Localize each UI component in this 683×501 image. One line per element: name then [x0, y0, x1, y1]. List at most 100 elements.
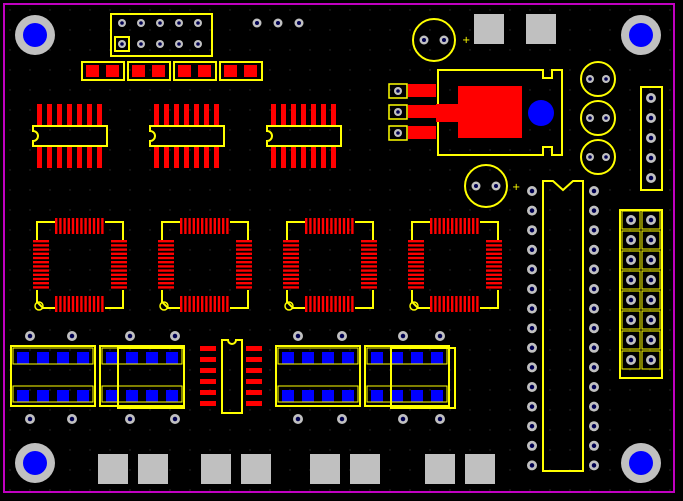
qfp-lead	[236, 273, 252, 276]
via-drill	[628, 217, 634, 223]
qfp-lead	[63, 218, 66, 234]
qfp-lead	[283, 252, 299, 255]
via-drill	[158, 42, 162, 46]
soic-lead	[246, 346, 262, 351]
soic-lead	[246, 357, 262, 362]
mounting-hole-drill	[629, 451, 653, 475]
via-drill	[529, 384, 535, 390]
qfp-lead	[434, 296, 437, 312]
square-pad	[465, 454, 495, 484]
bottom-smd-pad	[431, 352, 443, 364]
soic-lead	[164, 104, 169, 126]
qfp-lead	[205, 296, 208, 312]
header-pin-box	[641, 330, 661, 350]
qfp-corner	[161, 221, 180, 240]
soic-lead	[200, 401, 216, 406]
qfp-lead	[55, 218, 58, 234]
via-drill	[295, 416, 301, 422]
qfp-lead	[486, 269, 502, 272]
qfp-lead	[158, 265, 174, 268]
soic-lead	[57, 146, 62, 168]
smd-pad	[86, 65, 99, 77]
qfp-lead	[180, 296, 183, 312]
soic-lead	[331, 104, 336, 126]
qfp-lead	[486, 248, 502, 251]
qfp-lead	[97, 218, 100, 234]
qfp-lead	[201, 296, 204, 312]
bottom-smd-pad	[322, 390, 334, 402]
via-drill	[591, 384, 597, 390]
qfp-lead	[442, 296, 445, 312]
smd-resistor-outline	[219, 61, 263, 81]
qfp-pin1-mark	[34, 301, 44, 311]
soic-lead	[194, 104, 199, 126]
header-pin-box	[641, 250, 661, 270]
qfp-lead	[486, 273, 502, 276]
qfp-lead	[184, 218, 187, 234]
qfp-lead	[446, 218, 450, 234]
via-drill	[529, 247, 535, 253]
square-pad	[425, 454, 455, 484]
qfp-lead	[188, 218, 191, 234]
qfp-lead	[438, 218, 441, 234]
qfp-lead	[192, 296, 195, 312]
via-drill	[591, 188, 597, 194]
soic-lead	[321, 146, 326, 168]
qfp-lead	[111, 269, 127, 272]
header-pin-box	[641, 270, 661, 290]
via-drill	[604, 77, 608, 81]
soic-small-outline	[221, 339, 243, 414]
soic-lead	[321, 104, 326, 126]
qfp-lead	[330, 218, 333, 234]
smd-pad-row	[12, 347, 94, 365]
qfp-lead	[408, 282, 424, 285]
square-pad	[310, 454, 340, 484]
qfp-lead	[361, 286, 377, 289]
via-drill	[400, 333, 406, 339]
qfp-lead	[317, 218, 320, 234]
qfp-lead	[408, 244, 424, 247]
bottom-smd-pad	[77, 390, 89, 402]
qfp-lead	[334, 218, 337, 234]
soic-lead	[214, 104, 219, 126]
qfp-lead	[486, 252, 502, 255]
qfp-lead	[459, 218, 462, 234]
qfp-lead	[33, 261, 49, 264]
qfp-lead	[236, 261, 252, 264]
cap-polarity-mark: +	[462, 35, 470, 46]
qfp-lead	[67, 218, 70, 234]
smd-pad	[224, 65, 237, 77]
regulator-pin-outline	[388, 83, 408, 99]
qfp-lead	[196, 296, 200, 312]
qfp-lead	[59, 218, 62, 234]
soic-lead	[67, 104, 72, 126]
bottom-smd-pad	[166, 352, 178, 364]
soic-lead	[311, 146, 316, 168]
via-drill	[529, 365, 535, 370]
qfp-lead	[236, 240, 252, 243]
qfp-lead	[111, 282, 127, 285]
via-drill	[588, 77, 592, 81]
regulator-trace	[436, 104, 460, 122]
qfp-lead	[361, 261, 377, 264]
soic-lead	[97, 104, 102, 126]
qfp-lead	[184, 296, 187, 312]
via-drill	[177, 42, 181, 46]
soic-lead	[37, 146, 42, 168]
qfp-lead	[111, 265, 127, 268]
regulator-tab	[458, 86, 522, 138]
qfp-corner-pin1	[411, 290, 430, 309]
via-drill	[396, 131, 400, 135]
qfp-lead	[434, 218, 437, 234]
qfp-lead	[33, 282, 49, 285]
soic-lead	[311, 104, 316, 126]
bottom-smd-pad	[146, 352, 158, 364]
via-drill	[591, 443, 597, 449]
smd-pad	[132, 65, 145, 77]
qfp-lead	[158, 240, 174, 243]
qfp-lead	[188, 296, 191, 312]
board-outline	[3, 3, 675, 493]
via-drill	[529, 227, 535, 233]
soic-lead	[291, 104, 296, 126]
soic-lead	[200, 346, 216, 351]
